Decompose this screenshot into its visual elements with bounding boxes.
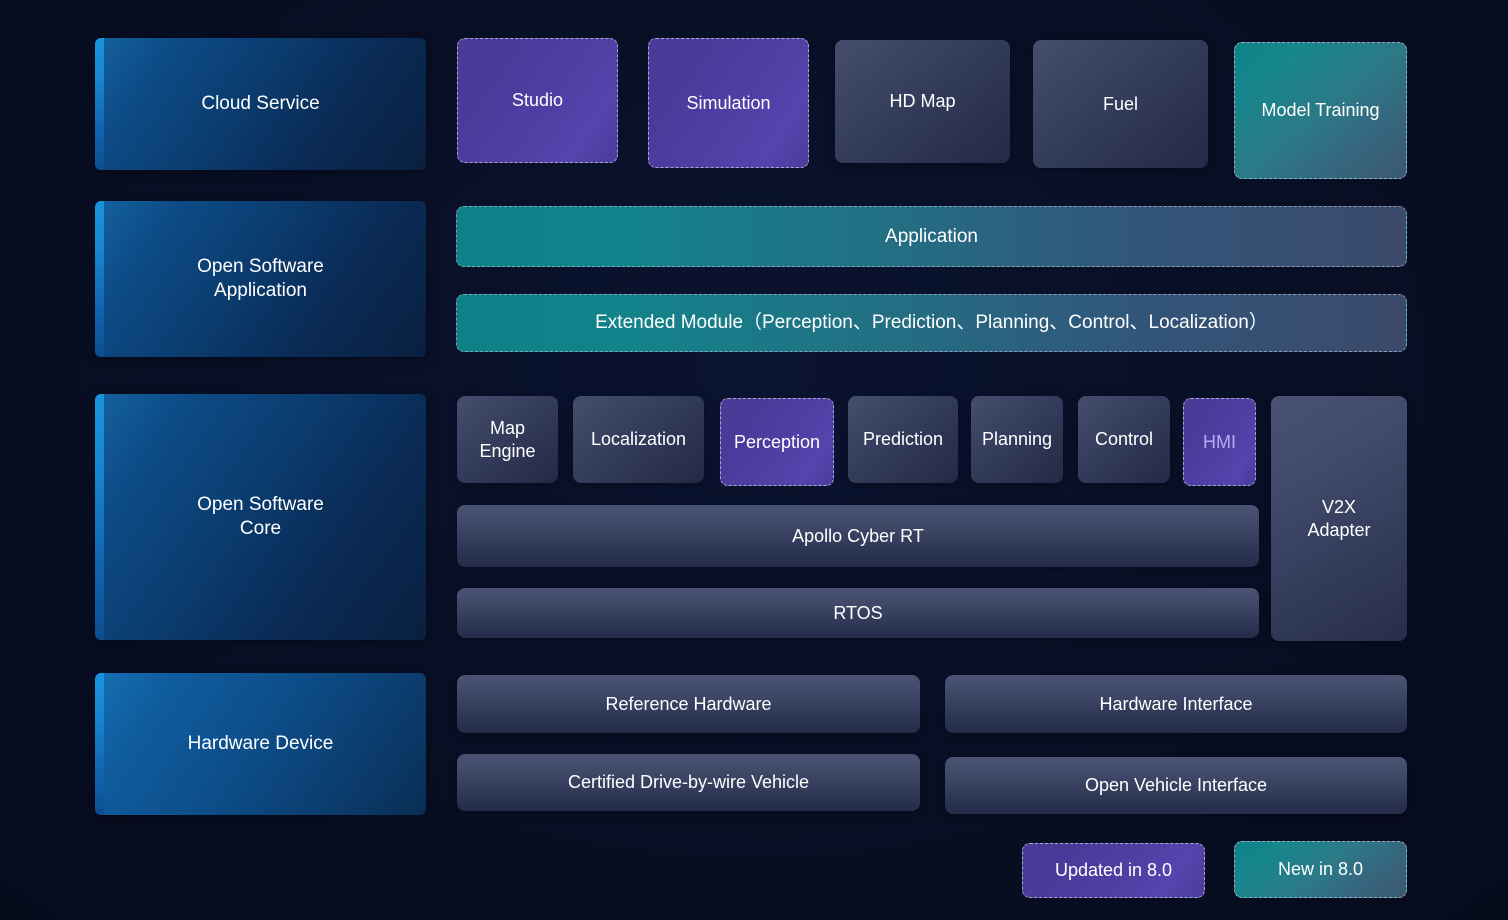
layer-panel-open-software-core[interactable]: Open Software Core (95, 394, 426, 640)
module-label: Planning (981, 429, 1053, 450)
layer-panel-hardware-device[interactable]: Hardware Device (95, 673, 426, 815)
layer-panel-open-software-application[interactable]: Open Software Application (95, 201, 426, 357)
module-label: Map Engine (479, 418, 536, 461)
core-bar-rtos[interactable]: RTOS (457, 588, 1259, 638)
cloud-card-simulation[interactable]: Simulation (648, 38, 809, 168)
bar-label: Extended Module（Perception、Prediction、Pl… (595, 312, 1268, 334)
hardware-card-open-vehicle-interface[interactable]: Open Vehicle Interface (945, 757, 1407, 814)
hardware-card-certified-drive-by-wire[interactable]: Certified Drive-by-wire Vehicle (457, 754, 920, 811)
card-label: Simulation (686, 92, 771, 113)
card-label: HD Map (889, 91, 956, 112)
hardware-card-hardware-interface[interactable]: Hardware Interface (945, 675, 1407, 733)
card-label: Hardware Interface (1099, 693, 1253, 714)
core-module-map-engine[interactable]: Map Engine (457, 396, 558, 483)
layer-label: Open Software Core (197, 494, 324, 539)
bar-label: Application (885, 225, 978, 247)
core-module-localization[interactable]: Localization (573, 396, 704, 483)
extended-module-bar[interactable]: Extended Module（Perception、Prediction、Pl… (456, 294, 1407, 352)
cloud-card-fuel[interactable]: Fuel (1033, 40, 1208, 168)
hardware-card-reference-hardware[interactable]: Reference Hardware (457, 675, 920, 733)
card-label: Reference Hardware (605, 693, 772, 714)
card-label: Fuel (1102, 93, 1138, 114)
cloud-card-hd-map[interactable]: HD Map (835, 40, 1010, 163)
card-label: Open Vehicle Interface (1084, 775, 1268, 796)
card-label: Certified Drive-by-wire Vehicle (567, 772, 810, 793)
module-label: Localization (590, 429, 687, 450)
cloud-card-model-training[interactable]: Model Training (1234, 42, 1407, 179)
core-module-perception[interactable]: Perception (720, 398, 834, 486)
layer-label: Cloud Service (201, 93, 320, 115)
module-label: Perception (733, 431, 821, 452)
module-label: HMI (1203, 431, 1236, 452)
layer-label: Open Software Application (197, 256, 324, 301)
legend-updated-in-8: Updated in 8.0 (1022, 843, 1205, 898)
layer-label: Hardware Device (187, 733, 334, 755)
card-label: V2X Adapter (1307, 497, 1371, 540)
core-module-control[interactable]: Control (1078, 396, 1170, 483)
cloud-card-studio[interactable]: Studio (457, 38, 618, 163)
module-label: Prediction (862, 429, 944, 450)
bar-label: RTOS (833, 602, 883, 623)
core-module-hmi[interactable]: HMI (1183, 398, 1256, 486)
layer-panel-cloud-service[interactable]: Cloud Service (95, 38, 426, 170)
core-module-planning[interactable]: Planning (971, 396, 1063, 483)
core-module-prediction[interactable]: Prediction (848, 396, 958, 483)
bar-label: Apollo Cyber RT (792, 525, 924, 546)
card-label: Studio (511, 90, 564, 111)
legend-label: Updated in 8.0 (1054, 860, 1173, 881)
core-bar-apollo-cyber-rt[interactable]: Apollo Cyber RT (457, 505, 1259, 567)
card-label: Model Training (1261, 100, 1380, 121)
application-bar[interactable]: Application (456, 206, 1407, 267)
core-card-v2x-adapter[interactable]: V2X Adapter (1271, 396, 1407, 641)
module-label: Control (1094, 429, 1154, 450)
legend-label: New in 8.0 (1277, 859, 1364, 880)
legend-new-in-8: New in 8.0 (1234, 841, 1407, 898)
